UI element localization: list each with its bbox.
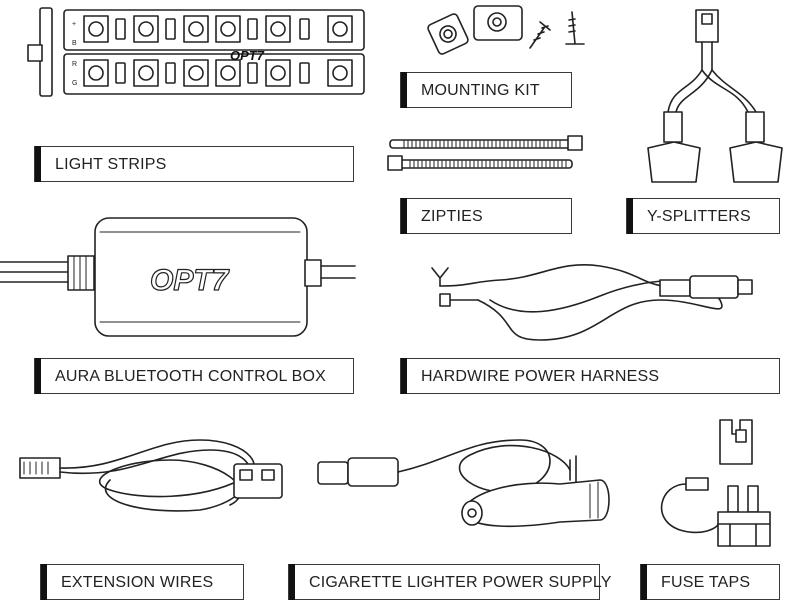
led-lens <box>189 66 203 80</box>
label-bar <box>41 564 47 600</box>
y-splitters-illustration <box>648 10 782 182</box>
extension-wires-illustration <box>20 440 282 511</box>
led-chip <box>216 16 240 42</box>
screw-2 <box>566 12 584 44</box>
screw-1 <box>530 22 550 48</box>
control-box-illustration: OPT7 <box>0 218 355 336</box>
label-extension-wires: EXTENSION WIRES <box>40 564 244 600</box>
label-bar <box>289 564 295 600</box>
label-bar <box>641 564 647 600</box>
label-fuse-taps: FUSE TAPS <box>640 564 780 600</box>
label-fuse-taps-text: FUSE TAPS <box>661 574 751 591</box>
label-bar <box>627 198 633 234</box>
power-harness-illustration <box>432 265 752 340</box>
label-zipties-text: ZIPTIES <box>421 208 483 225</box>
label-bar <box>401 358 407 394</box>
pin-label-plus: + <box>72 21 76 28</box>
label-extension-wires-text: EXTENSION WIRES <box>61 574 214 591</box>
label-power-harness: HARDWIRE POWER HARNESS <box>400 358 780 394</box>
fuse-taps-illustration <box>662 420 770 546</box>
pin-label-g: G <box>72 80 77 87</box>
label-zipties: ZIPTIES <box>400 198 572 234</box>
led-lens <box>89 22 103 36</box>
led-lens <box>139 22 153 36</box>
led-lens <box>333 66 347 80</box>
pin-label-b: B <box>72 40 77 47</box>
led-lens <box>271 66 285 80</box>
label-control-box: AURA BLUETOOTH CONTROL BOX <box>34 358 354 394</box>
led-chip <box>134 16 158 42</box>
led-lens <box>221 66 235 80</box>
label-light-strips-text: LIGHT STRIPS <box>55 156 167 173</box>
led-lens <box>333 22 347 36</box>
mounting-clip-2 <box>474 6 522 40</box>
led-chip <box>184 60 208 86</box>
led-chip <box>266 60 290 86</box>
led-chip <box>266 16 290 42</box>
led-chip <box>184 16 208 42</box>
led-chip <box>328 16 352 42</box>
label-power-harness-text: HARDWIRE POWER HARNESS <box>421 368 660 385</box>
label-bar <box>401 72 407 108</box>
led-lens <box>89 66 103 80</box>
cig-supply-illustration <box>318 440 609 526</box>
led-chip <box>84 16 108 42</box>
label-mounting-kit-text: MOUNTING KIT <box>421 82 540 99</box>
zipties-illustration <box>388 136 582 170</box>
label-light-strips: LIGHT STRIPS <box>34 146 354 182</box>
label-bar <box>401 198 407 234</box>
label-y-splitters-text: Y-SPLITTERS <box>647 208 751 225</box>
resistor <box>166 63 175 83</box>
strip-logo: OPT7 <box>230 48 265 63</box>
resistor <box>248 19 257 39</box>
resistor <box>116 63 125 83</box>
strip-top <box>64 10 364 50</box>
led-lens <box>271 22 285 36</box>
led-chip <box>216 60 240 86</box>
label-bar <box>35 146 41 182</box>
resistor <box>300 63 309 83</box>
mounting-clip-1 <box>427 13 470 56</box>
led-chip <box>328 60 352 86</box>
label-y-splitters: Y-SPLITTERS <box>626 198 780 234</box>
resistor <box>116 19 125 39</box>
resistor <box>166 19 175 39</box>
label-mounting-kit: MOUNTING KIT <box>400 72 572 108</box>
mounting-kit-illustration <box>427 6 584 55</box>
led-chip <box>134 60 158 86</box>
led-lens <box>139 66 153 80</box>
resistor <box>248 63 257 83</box>
resistor <box>300 19 309 39</box>
label-cig-supply-text: CIGARETTE LIGHTER POWER SUPPLY <box>309 574 612 591</box>
strip-bottom <box>64 54 364 94</box>
led-chip <box>84 60 108 86</box>
label-control-box-text: AURA BLUETOOTH CONTROL BOX <box>55 368 327 385</box>
led-lens <box>221 22 235 36</box>
label-bar <box>35 358 41 394</box>
label-cig-supply: CIGARETTE LIGHTER POWER SUPPLY <box>288 564 612 600</box>
led-lens <box>189 22 203 36</box>
pin-label-r: R <box>72 61 77 68</box>
control-box-logo: OPT7 <box>150 264 230 297</box>
light-strips-illustration: + B R G OPT7 <box>28 8 364 96</box>
